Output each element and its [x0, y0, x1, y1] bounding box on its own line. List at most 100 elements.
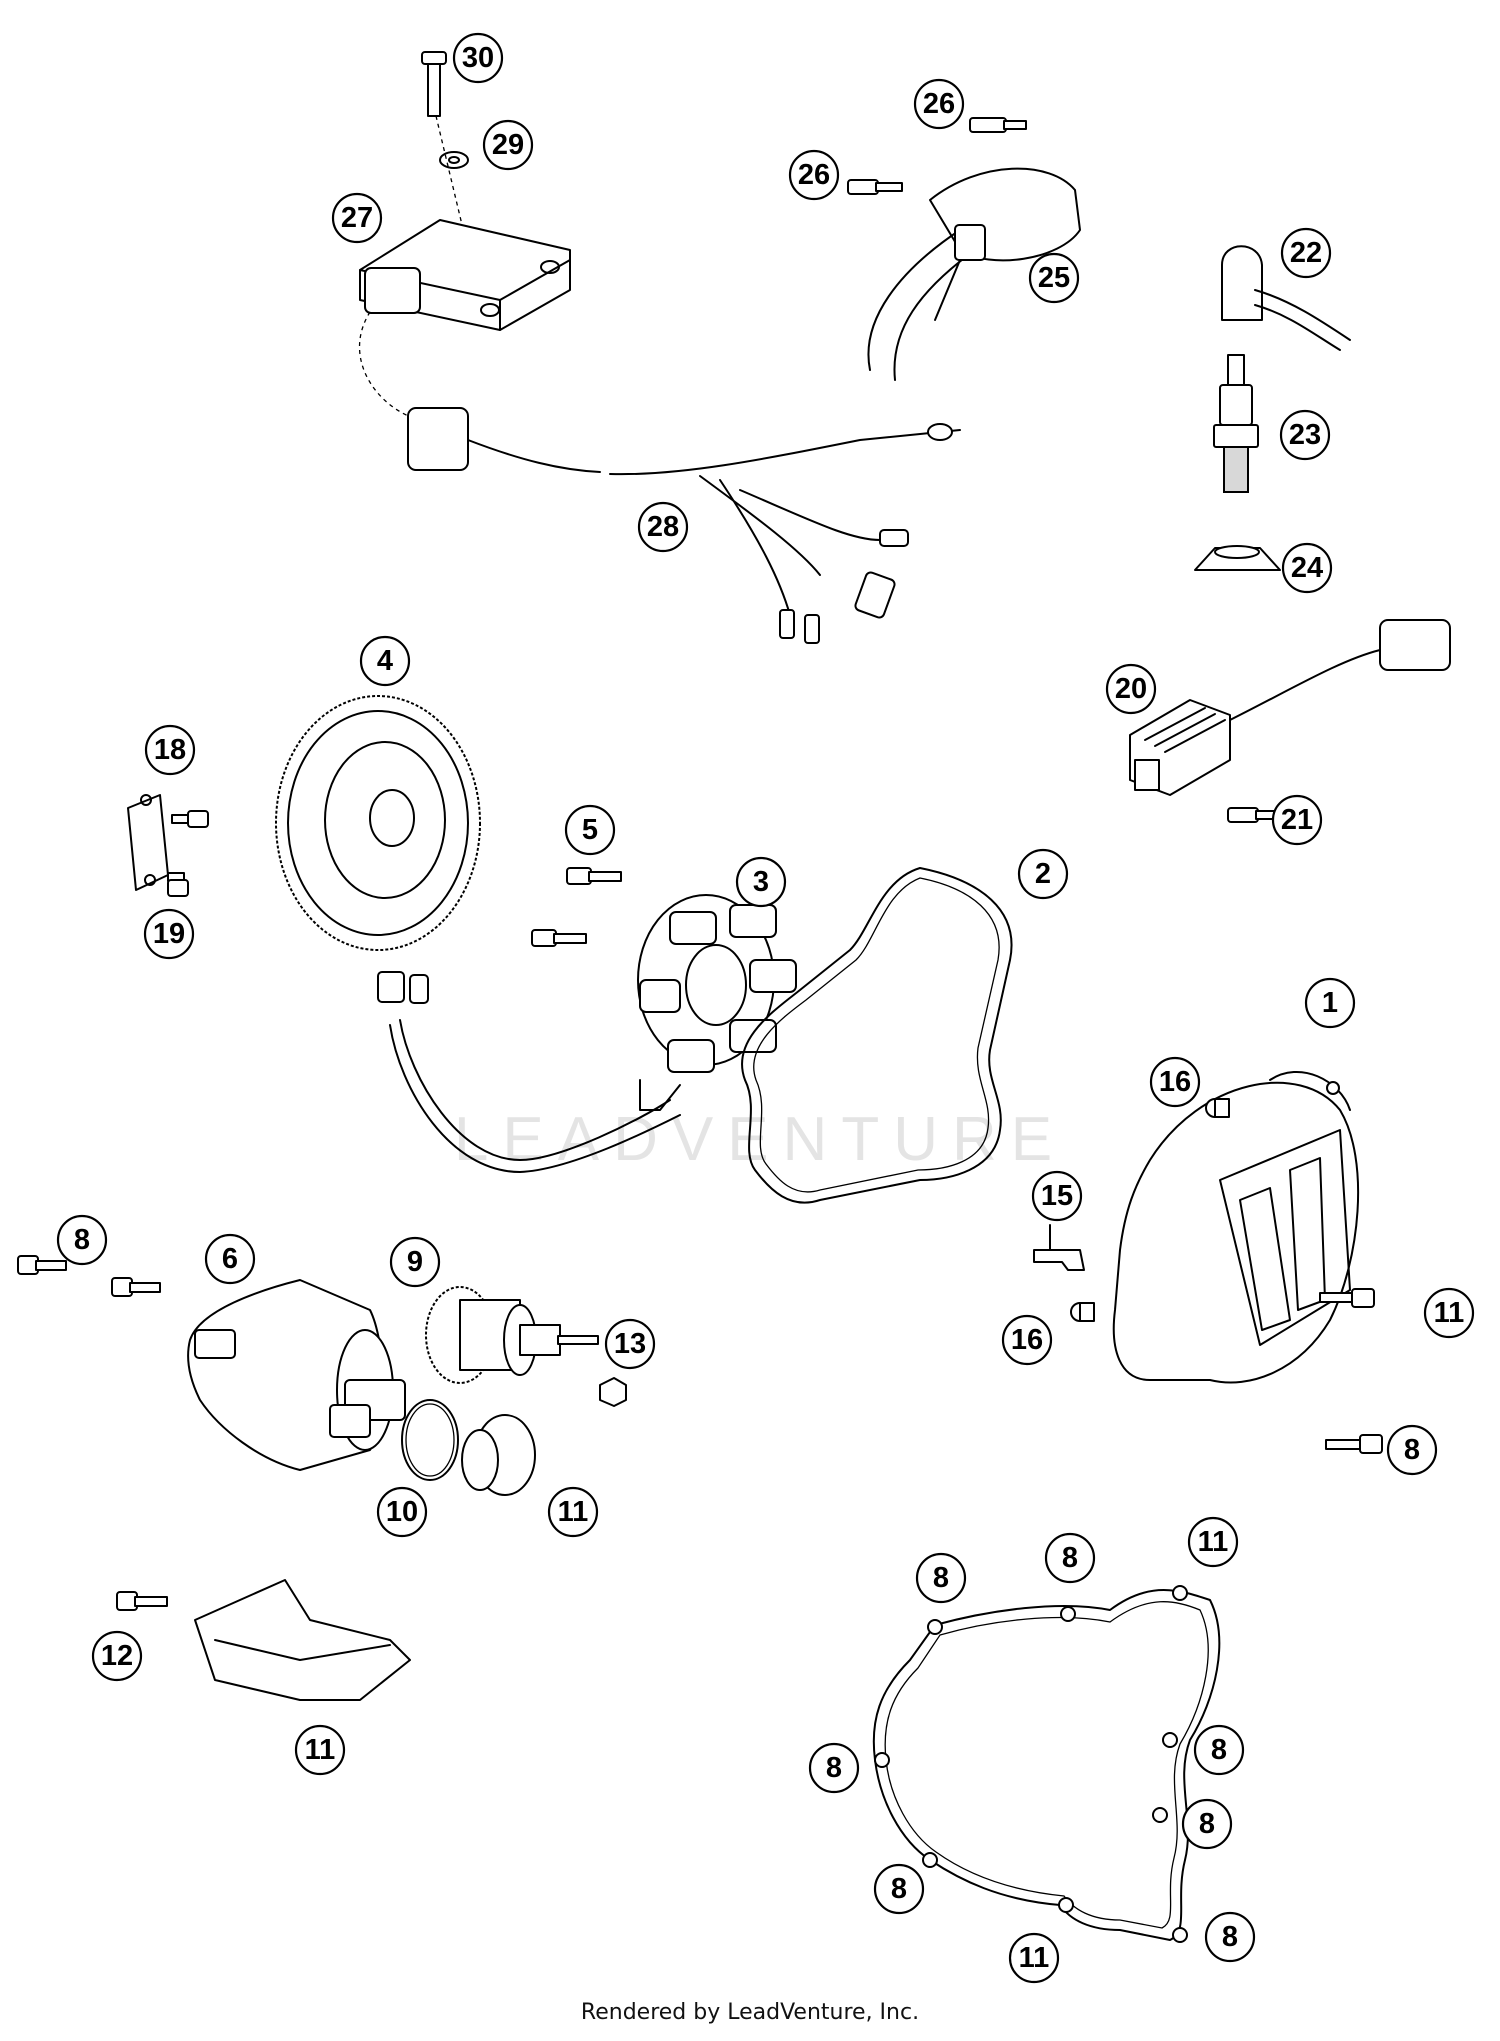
svg-text:24: 24 — [1291, 552, 1323, 584]
svg-text:10: 10 — [386, 1496, 418, 1528]
part-starter-motor-7 — [187, 1279, 406, 1471]
svg-text:8: 8 — [1404, 1434, 1420, 1466]
part-bolt-21 — [1227, 807, 1275, 823]
svg-text:8: 8 — [891, 1873, 907, 1905]
part-spark-plug-23 — [1213, 354, 1259, 493]
callout-30: 30 — [452, 32, 504, 84]
callout-8-extra: 7 — [0, 0, 8, 16]
svg-text:8: 8 — [826, 1752, 842, 1784]
callout-26-left: 26 — [788, 149, 840, 201]
part-bolt-26-top — [969, 117, 1027, 133]
svg-text:13: 13 — [614, 1328, 646, 1360]
svg-text:27: 27 — [341, 202, 373, 234]
svg-text:12: 12 — [101, 1640, 133, 1672]
callout-4: 4 — [359, 635, 411, 687]
callout-8-left: 8 — [56, 1214, 108, 1266]
part-dowel-16-top — [1205, 1098, 1230, 1118]
part-starter-cover-12 — [194, 1579, 411, 1701]
callout-21: 21 — [1271, 794, 1323, 846]
svg-text:8: 8 — [1211, 1734, 1227, 1766]
callout-3: 3 — [735, 856, 787, 908]
callout-11-gasket-bottom: 11 — [1008, 1932, 1060, 1984]
part-bolt-11-right — [1319, 1288, 1375, 1308]
callout-29: 29 — [482, 119, 534, 171]
svg-text:15: 15 — [1041, 1180, 1073, 1212]
part-o-ring-13 — [401, 1399, 459, 1481]
svg-text:26: 26 — [923, 88, 955, 120]
svg-text:8: 8 — [74, 1224, 90, 1256]
callout-11-left: 12 — [91, 1630, 143, 1682]
svg-text:21: 21 — [1281, 804, 1313, 836]
callout-11-gasket-top: 8 — [915, 1552, 967, 1604]
part-bolt-8-left-a — [17, 1255, 67, 1275]
svg-text:23: 23 — [1289, 419, 1321, 451]
part-generator-cover-1 — [1112, 1070, 1360, 1384]
callout-16-bottom: 16 — [1001, 1314, 1053, 1366]
svg-text:11: 11 — [1198, 1526, 1229, 1558]
callout-8-gasket-top: 8 — [1044, 1532, 1096, 1584]
callout-8-gasket-bottomright: 8 — [1204, 1911, 1256, 1963]
part-stator-3 — [377, 894, 797, 1173]
svg-text:5: 5 — [582, 814, 598, 846]
part-wiring-harness-28 — [407, 407, 961, 644]
part-gasket-2 — [741, 867, 1013, 1204]
callout-18: 18 — [144, 724, 196, 776]
part-bolt-8-left-b — [111, 1277, 161, 1297]
svg-text:9: 9 — [407, 1246, 423, 1278]
callout-8-gasket-right2: 8 — [1181, 1798, 1233, 1850]
part-ecu-27 — [359, 219, 571, 331]
part-washer-29 — [439, 151, 469, 169]
part-bolt-5-a — [566, 867, 622, 885]
footer-credit: Rendered by LeadVenture, Inc. — [580, 2000, 920, 2025]
part-regulator-20 — [1129, 619, 1451, 796]
svg-text:8: 8 — [1222, 1921, 1238, 1953]
svg-text:11: 11 — [305, 1734, 336, 1766]
callout-8-gasket-bottomleft: 8 — [873, 1863, 925, 1915]
svg-text:30: 30 — [462, 42, 494, 74]
svg-text:19: 19 — [153, 918, 185, 950]
part-bushing-10 — [461, 1414, 536, 1496]
svg-text:22: 22 — [1290, 237, 1322, 269]
svg-text:11: 11 — [1019, 1942, 1050, 1974]
callout-22: 22 — [1280, 227, 1332, 279]
callout-26-top: 26 — [913, 78, 965, 130]
svg-text:25: 25 — [1038, 262, 1070, 294]
callout-27: 27 — [331, 192, 383, 244]
callout-19: 19 — [143, 908, 195, 960]
part-bolt-8-right — [1325, 1434, 1383, 1454]
svg-text:18: 18 — [154, 734, 186, 766]
svg-text:8: 8 — [1199, 1808, 1215, 1840]
watermark-text: LEADVENTURE — [454, 1105, 1066, 1174]
callout-8-gasket-right: 8 — [1193, 1724, 1245, 1776]
svg-text:29: 29 — [492, 129, 524, 161]
svg-text:16: 16 — [1159, 1066, 1191, 1098]
part-gasket-bottom — [872, 1585, 1221, 1943]
svg-text:4: 4 — [377, 645, 393, 677]
callout-8-left-2: 8 — [0, 0, 8, 16]
svg-text:6: 6 — [222, 1243, 238, 1275]
exploded-parts-diagram: LEADVENTURE — [0, 0, 1475, 1984]
part-bolt-19 — [167, 872, 189, 897]
callout-24: 24 — [1281, 542, 1333, 594]
callout-10: 11 — [547, 1486, 599, 1538]
callout-23: 23 — [1279, 409, 1331, 461]
part-bolt-11-left — [116, 1591, 168, 1611]
part-spark-plug-cap-22 — [1221, 245, 1351, 351]
svg-text:2: 2 — [1035, 858, 1051, 890]
callout-28: 28 — [637, 501, 689, 553]
svg-text:8: 8 — [933, 1562, 949, 1594]
part-bolt-26-left — [847, 179, 903, 195]
callout-15: 15 — [1031, 1170, 1083, 1222]
callout-16-top: 16 — [1149, 1056, 1201, 1108]
part-seal-24 — [1194, 545, 1281, 571]
svg-text:11: 11 — [558, 1496, 589, 1528]
part-screw-30 — [421, 51, 447, 117]
part-sensor-18 — [127, 794, 169, 891]
svg-text:8: 8 — [1062, 1542, 1078, 1574]
callout-2: 2 — [1017, 848, 1069, 900]
callout-7: 6 — [204, 1233, 256, 1285]
part-dowel-16-bottom — [1070, 1302, 1095, 1322]
svg-text:26: 26 — [798, 159, 830, 191]
callout-8-gasket-left: 8 — [808, 1742, 860, 1794]
svg-text:3: 3 — [753, 866, 769, 898]
